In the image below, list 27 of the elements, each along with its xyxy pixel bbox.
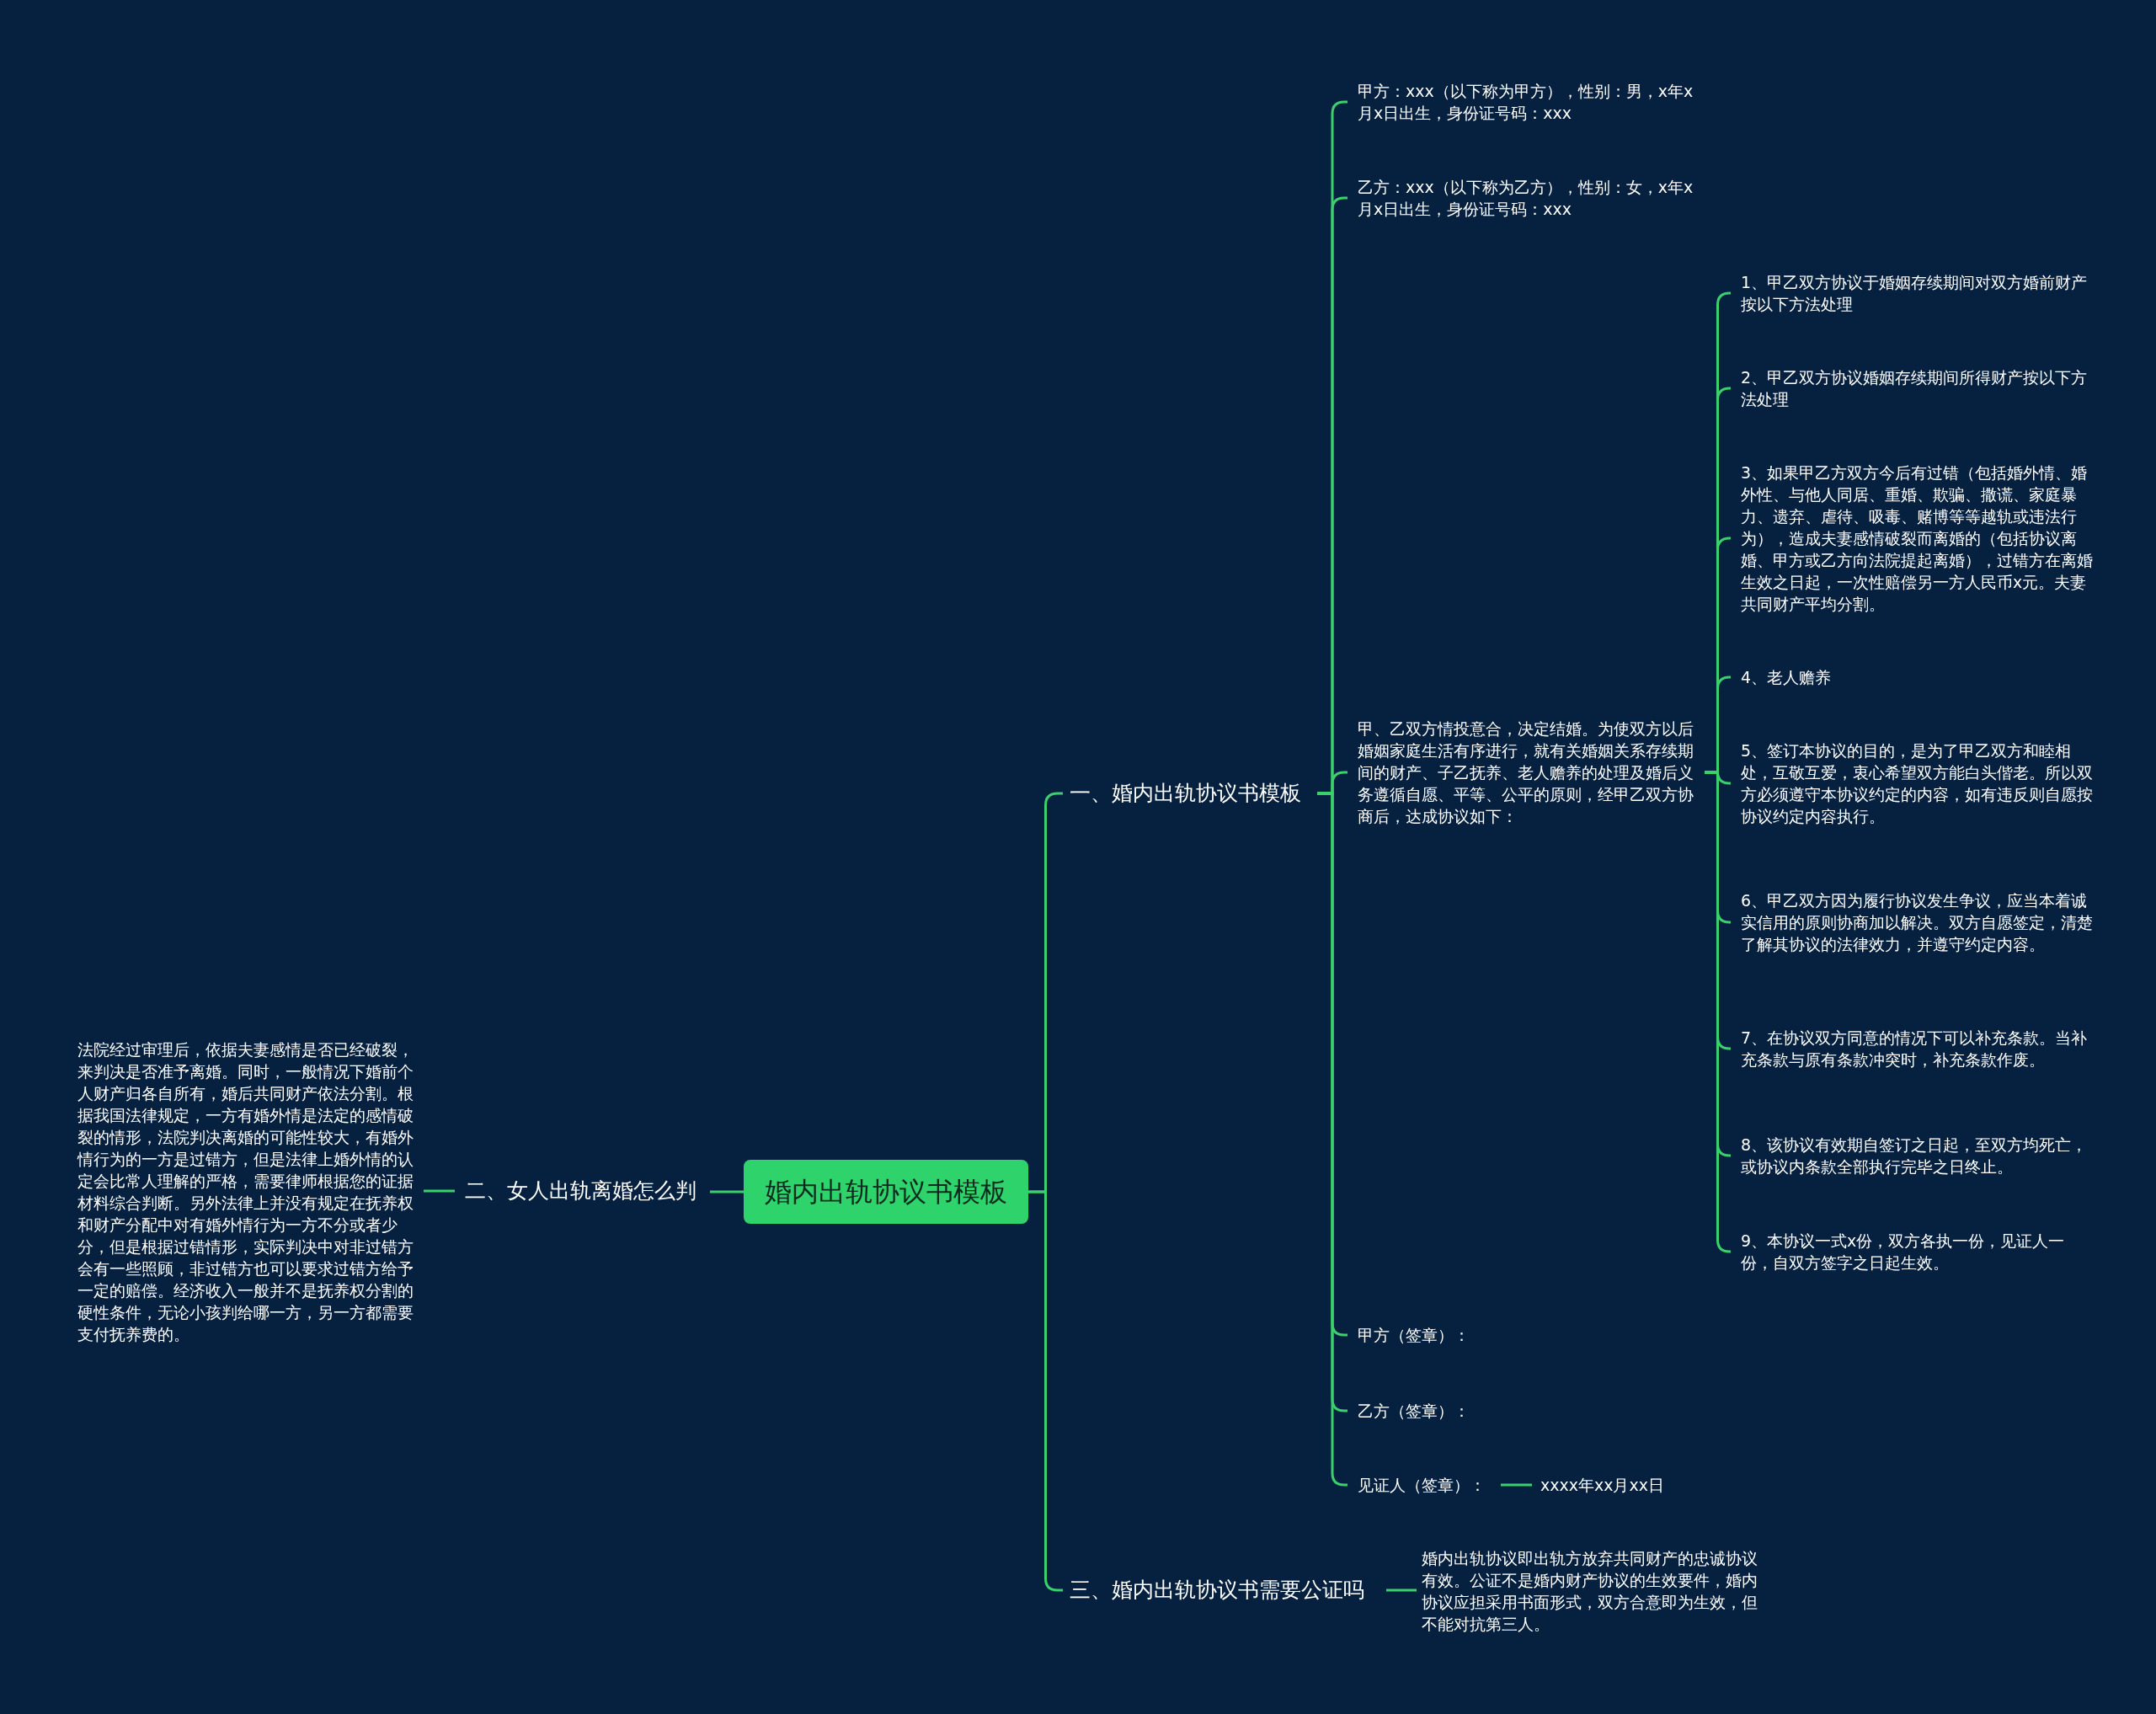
branch-topic: 二、女人出轨离婚怎么判 bbox=[455, 1177, 710, 1204]
note-text: 2、甲乙双方协议婚姻存续期间所得财产按以下方法处理 bbox=[1731, 366, 2093, 410]
note-text: 5、签订本协议的目的，是为了甲乙双方和睦相处，互敬互爱，衷心希望双方能白头偕老。所以双方必须遵守本协议约定的内容，如有违反则自愿按协议约定内容执行。 bbox=[1731, 740, 2093, 827]
note-text: 8、该协议有效期自签订之日起，至双方均死亡，或协议内条款全部执行完毕之日终止。 bbox=[1731, 1134, 2093, 1177]
note-text: 甲方（签章）： bbox=[1348, 1324, 1516, 1346]
connector-line bbox=[1705, 771, 1732, 1253]
note-text: 乙方：xxx（以下称为乙方），性别：女，x年x月x日出生，身份证号码：xxx bbox=[1348, 176, 1701, 220]
branch-topic: 一、婚内出轨协议书模板 bbox=[1063, 780, 1317, 807]
connector-line bbox=[1501, 1483, 1532, 1487]
note-text: 7、在协议双方同意的情况下可以补充条款。当补充条款与原有条款冲突时，补充条款作废。 bbox=[1731, 1027, 2093, 1071]
note-text: 6、甲乙双方因为履行协议发生争议，应当本着诚实信用的原则协商加以解决。双方自愿签定，清楚了解其协议的法律效力，并遵守约定内容。 bbox=[1731, 889, 2093, 955]
note-text: 甲、乙双方情投意合，决定结婚。为使双方以后婚姻家庭生活有序进行，就有关婚姻关系存续期间的财产、子乙抚养、老人赡养的处理及婚后义务遵循自愿、平等、公平的原则，经甲乙双方协商后，达成协议如下： bbox=[1348, 718, 1705, 827]
connector-line bbox=[1386, 1589, 1417, 1592]
note-text: 4、老人赡养 bbox=[1731, 666, 2093, 688]
note-text: 3、如果甲乙方双方今后有过错（包括婚外情、婚外性、与他人同居、重婚、欺骗、撒谎、家庭暴力、遗弃、虐待、吸毒、赌博等等越轨或违法行为），造成夫妻感情破裂而离婚的（包括协议离婚、甲方或乙方向法院提起离婚），过错方在离婚生效之日起，一次性赔偿另一方人民币x元。夫妻共同财产平均分割。 bbox=[1731, 462, 2093, 615]
topic-box: 婚内出轨协议书模板 bbox=[744, 1160, 1028, 1224]
note-text: 见证人（签章）： bbox=[1348, 1474, 1501, 1496]
connector-line bbox=[424, 1189, 455, 1193]
note-text: 1、甲乙双方协议于婚姻存续期间对双方婚前财产按以下方法处理 bbox=[1731, 271, 2093, 315]
note-text: 婚内出轨协议即出轨方放弃共同财产的忠诚协议有效。公证不是婚内财产协议的生效要件，婚内协议应担采用书面形式，双方合意即为生效，但不能对抗第三人。 bbox=[1417, 1547, 1770, 1635]
note-text: xxxx年xx月xx日 bbox=[1532, 1474, 1675, 1496]
note-text: 乙方（签章）： bbox=[1348, 1400, 1516, 1422]
connector-line bbox=[710, 1190, 744, 1193]
branch-topic: 三、婚内出轨协议书需要公证吗 bbox=[1063, 1577, 1386, 1604]
note-text: 9、本协议一式x份，双方各执一份，见证人一份，自双方签字之日起生效。 bbox=[1731, 1230, 2093, 1273]
note-text: 甲方：xxx（以下称为甲方），性别：男，x年x月x日出生，身份证号码：xxx bbox=[1348, 80, 1701, 124]
note-text: 法院经过审理后，依据夫妻感情是否已经破裂，来判决是否准予离婚。同时，一般情况下婚前个人财产归各自所有，婚后共同财产依法分割。根据我国法律规定，一方有婚外情是法定的感情破裂的情形，法院判决离婚的可能性较大，有婚外情行为的一方是过错方，但是法律上婚外情的认定会比常人理解的严格，需要律师根据您的证据材料综合判断。另外法律上并没有规定在抚养权和财产分配中对有婚外情行为一方不分或者少分，但是根据过错情形，实际判决中对非过错方会有一些照顾，非过错方也可以要求过错方给予一定的赔偿。经济收入一般并不是抚养权分割的硬性条件，无论小孩判给哪一方，另一方都需要支付抚养费的。 bbox=[72, 1039, 424, 1345]
